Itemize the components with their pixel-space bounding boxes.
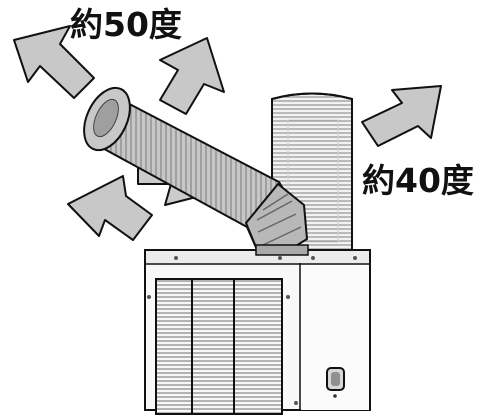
up-right-arrow-icon bbox=[361, 85, 442, 147]
front-grille bbox=[147, 278, 298, 415]
up-arrow-icon bbox=[159, 37, 225, 115]
right-angle-label: 約40度 bbox=[362, 161, 474, 200]
top-angle-label: 約50度 bbox=[70, 5, 182, 44]
side-panel bbox=[301, 265, 369, 410]
flexible-duct bbox=[83, 86, 309, 256]
up-left-arrow-icon bbox=[13, 25, 95, 99]
down-left-arrow-icon bbox=[67, 175, 153, 241]
